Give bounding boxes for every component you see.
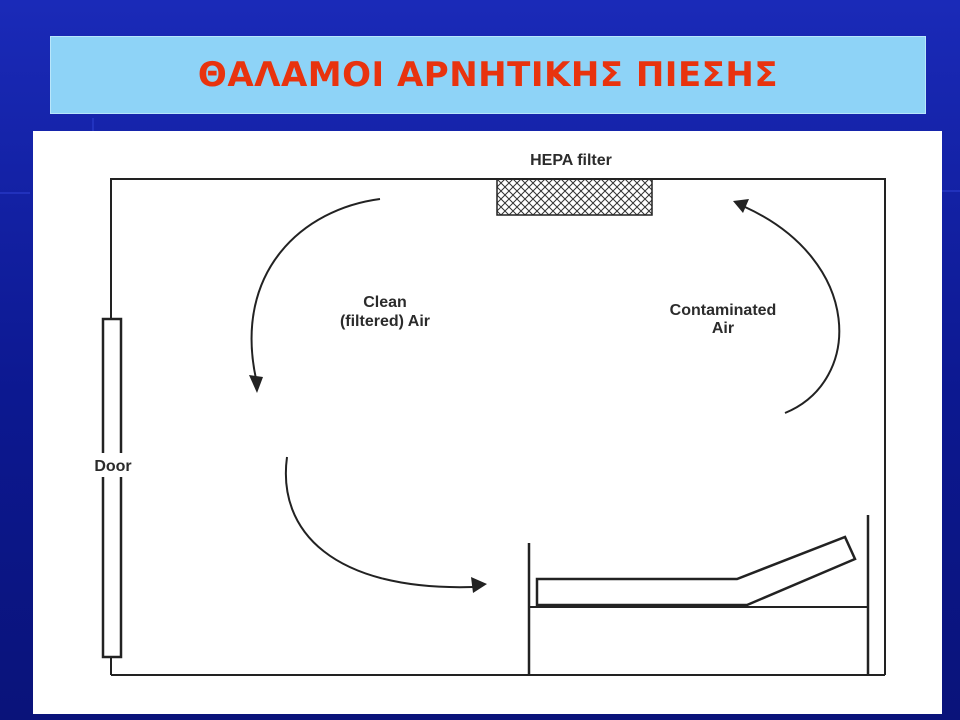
room-diagram-svg: Door HEPA filter Clean (filtered) Air Co… — [85, 152, 886, 676]
room-wall-outline — [110, 178, 886, 675]
clean-air-lower-flow-arrow — [284, 456, 474, 589]
contaminated-air-label-line2: Air — [712, 320, 734, 337]
hepa-filter-label: HEPA filter — [530, 152, 612, 169]
slide-title: ΘΑΛΑΜΟΙ ΑΡΝΗΤΙΚΗΣ ΠΙΕΣΗΣ — [197, 55, 779, 95]
decor-line — [942, 190, 960, 192]
clean-air-arrowhead-icon — [249, 375, 263, 393]
door-label: Door — [94, 458, 131, 475]
contaminated-air-flow-arrow — [744, 206, 841, 414]
hepa-filter — [496, 178, 653, 216]
decor-line — [0, 192, 30, 194]
door-label-backing — [85, 453, 141, 477]
door — [101, 317, 123, 659]
title-banner: ΘΑΛΑΜΟΙ ΑΡΝΗΤΙΚΗΣ ΠΙΕΣΗΣ — [50, 36, 926, 114]
contaminated-air-arrowhead-icon — [733, 199, 749, 213]
decor-line — [92, 118, 94, 132]
contaminated-air-label-line1: Contaminated — [670, 302, 777, 319]
bed-mattress — [535, 535, 857, 607]
clean-air-label-line2: (filtered) Air — [340, 313, 430, 330]
negative-pressure-room-diagram: Door HEPA filter Clean (filtered) Air Co… — [33, 131, 942, 714]
clean-air-flow-arrow — [250, 198, 381, 380]
clean-air-label-line1: Clean — [363, 294, 407, 311]
clean-air-lower-arrowhead-icon — [471, 577, 487, 593]
